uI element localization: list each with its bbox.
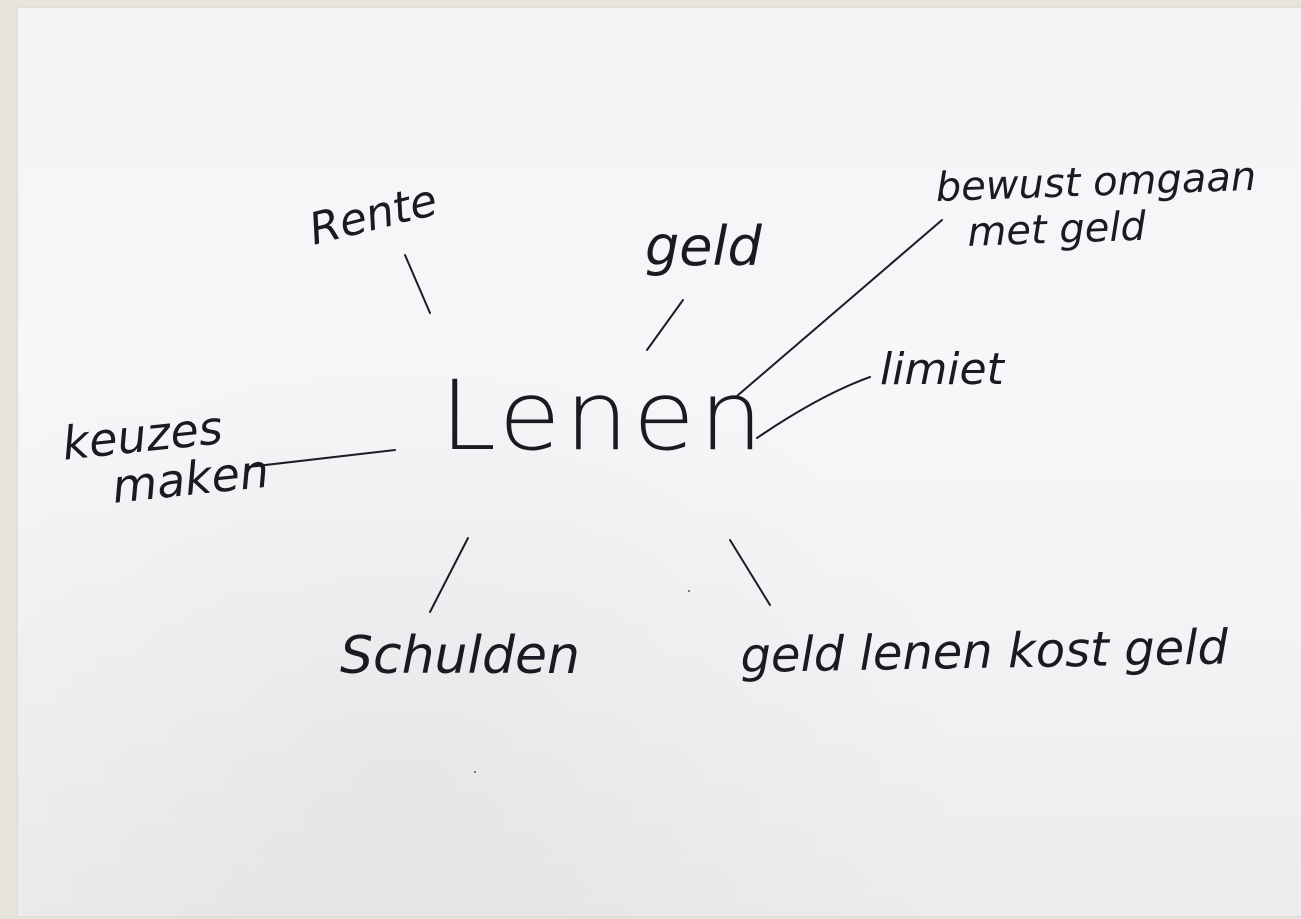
connector-rente <box>404 254 431 314</box>
connector-geld-lenen <box>729 539 771 606</box>
ink-speck <box>688 590 690 592</box>
paper-shadow <box>18 8 1301 916</box>
paper-sheet <box>18 8 1301 916</box>
center-topic: Lenen <box>440 360 768 472</box>
connector-bewust <box>736 219 943 397</box>
connector-schulden <box>429 537 469 613</box>
branch-limiet: limiet <box>880 344 1004 395</box>
branch-keuzes-maken: keuzes maken <box>60 399 272 516</box>
branch-schulden: Schulden <box>340 626 580 686</box>
ink-speck <box>474 771 476 773</box>
branch-geld: geld <box>645 215 762 278</box>
connector-keuzes <box>247 449 396 468</box>
connector-geld <box>646 299 684 351</box>
branch-geld-lenen: geld lenen kost geld <box>739 619 1229 684</box>
connector-limiet <box>756 376 871 439</box>
branch-bewust-omgaan: bewust omgaan met geld <box>935 154 1259 257</box>
